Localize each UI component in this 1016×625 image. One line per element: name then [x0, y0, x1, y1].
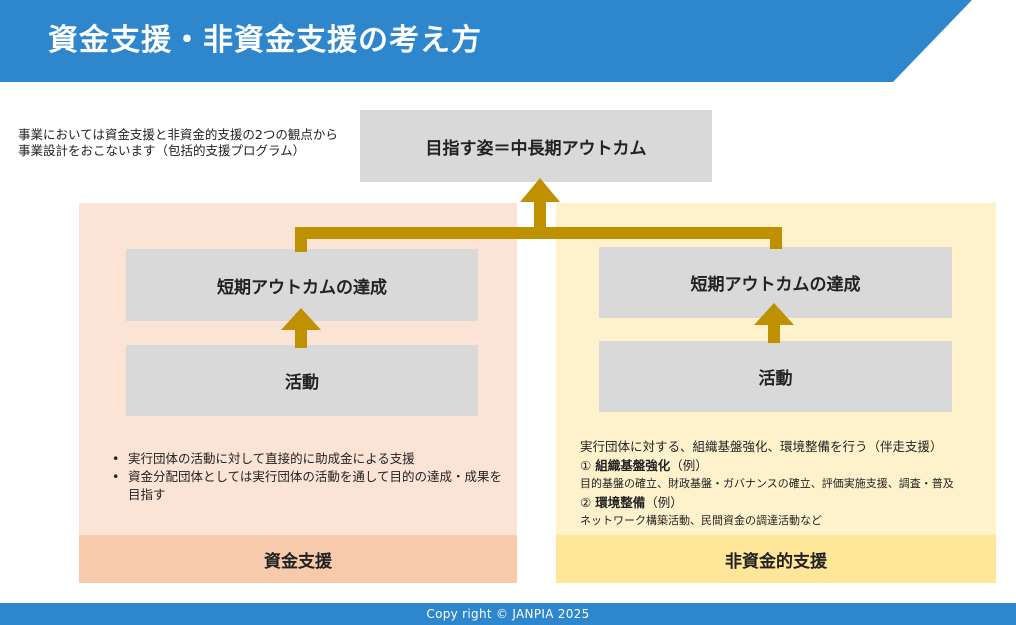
bullet-item: 資金分配団体としては実行団体の活動を通して目的の達成・成果を目指す — [110, 468, 510, 504]
intro-text: 事業においては資金支援と非資金的支援の2つの観点から事業設計をおこないます（包括… — [18, 127, 338, 158]
copyright-footer: Copy right © JANPIA 2025 — [0, 603, 1016, 625]
item-marker: ② — [580, 495, 592, 510]
support-item-organization: ① 組織基盤強化（例） — [580, 456, 990, 475]
header-banner-shape — [0, 0, 972, 82]
goal-box: 目指す姿＝中長期アウトカム — [360, 110, 712, 182]
goal-arrow-shaft — [534, 200, 546, 230]
activity-left: 活動 — [126, 345, 478, 416]
item-name: 環境整備 — [595, 495, 646, 510]
item-detail: ネットワーク構築活動、民間資金の調達活動など — [580, 514, 822, 527]
item-detail: 目的基盤の確立、財政基盤・ガバナンスの確立、評価実施支援、調査・普及 — [580, 477, 954, 490]
left-arrow-shaft — [295, 328, 307, 348]
financial-support-label: 資金支援 — [79, 535, 517, 583]
item-name: 組織基盤強化 — [595, 458, 671, 473]
short-term-outcome-left: 短期アウトカムの達成 — [126, 249, 478, 321]
non-financial-support-details: 実行団体に対する、組織基盤強化、環境整備を行う（伴走支援） ① 組織基盤強化（例… — [580, 437, 990, 530]
item-marker: ① — [580, 458, 592, 473]
right-arrow-shaft — [768, 323, 780, 343]
item-suffix: （例） — [645, 495, 683, 510]
non-financial-support-label: 非資金的支援 — [556, 535, 996, 583]
support-item-environment: ② 環境整備（例） — [580, 493, 990, 512]
item-suffix: （例） — [670, 458, 708, 473]
bullet-item: 実行団体の活動に対して直接的に助成金による支援 — [110, 450, 510, 468]
bracket-bar — [295, 227, 782, 239]
financial-support-bullets: 実行団体の活動に対して直接的に助成金による支援 資金分配団体としては実行団体の活… — [110, 450, 510, 504]
activity-right: 活動 — [599, 341, 952, 412]
left-arrow-head — [281, 308, 321, 330]
header-banner: 資金支援・非資金支援の考え方 — [0, 0, 1016, 82]
right-arrow-head — [754, 303, 794, 325]
support-lead-text: 実行団体に対する、組織基盤強化、環境整備を行う（伴走支援） — [580, 439, 943, 454]
page-title: 資金支援・非資金支援の考え方 — [48, 23, 482, 58]
goal-arrow-head — [520, 178, 560, 202]
